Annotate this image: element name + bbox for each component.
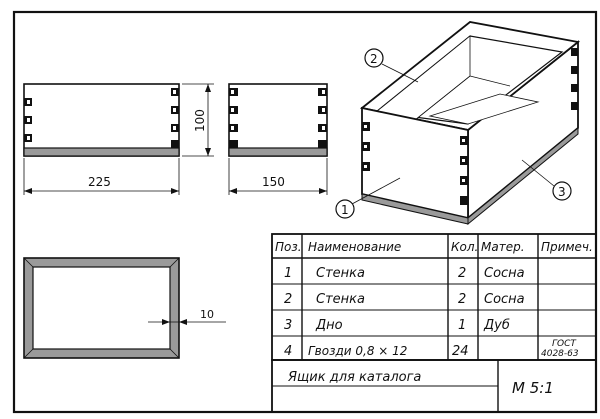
table-cell-note-line-1: ГОСТ (552, 339, 577, 349)
side-view (228, 83, 328, 157)
callout-3: 3 (521, 159, 572, 201)
top-view (23, 257, 180, 359)
table-cell-name: Стенка (316, 266, 365, 281)
callout-1-label: 1 (341, 203, 349, 217)
dimension-height: 100 (182, 83, 214, 157)
dimension-wall-thickness-label: 10 (200, 308, 214, 321)
callout-3-label: 3 (558, 185, 566, 199)
table-header-name: Наименование (308, 240, 401, 254)
isometric-view (359, 20, 581, 226)
title-block-scale: М 5:1 (512, 379, 554, 397)
table-header-pos: Поз. (275, 240, 302, 254)
table-header-note: Примеч. (541, 240, 593, 254)
table-cell-material: Сосна (484, 266, 525, 281)
callout-1: 1 (335, 177, 401, 219)
table-header-material: Матер. (481, 240, 525, 254)
table-header-qty: Кол. (451, 240, 478, 254)
table-cell-pos: 2 (284, 292, 292, 307)
dimension-height-label: 100 (193, 109, 207, 132)
dimension-side-width-label: 150 (262, 175, 285, 189)
dimension-wall-thickness: 10 (148, 308, 226, 325)
front-view (23, 83, 180, 157)
table-cell-pos: 1 (284, 266, 292, 281)
callout-2-label: 2 (370, 52, 378, 66)
dimension-side-width: 150 (228, 158, 328, 195)
title-block (271, 359, 597, 413)
callout-2: 2 (364, 48, 419, 83)
table-cell-note-line-2: 4028-63 (541, 349, 579, 359)
table-cell-qty: 2 (458, 266, 466, 281)
dimension-front-width-label: 225 (88, 175, 111, 189)
table-cell-qty: 24 (452, 344, 469, 359)
table-cell-pos: 3 (284, 318, 292, 333)
table-cell-qty: 1 (458, 318, 466, 333)
table-cell-name: Стенка (316, 292, 365, 307)
table-cell-material: Дуб (483, 318, 510, 333)
table-cell-name: Гвозди 0,8 × 12 (308, 344, 407, 358)
title-block-title: Ящик для каталога (287, 370, 421, 385)
table-cell-qty: 2 (458, 292, 466, 307)
dimension-front-width: 225 (23, 158, 180, 195)
table-cell-material: Сосна (484, 292, 525, 307)
table-cell-name: Дно (315, 318, 343, 333)
table-cell-pos: 4 (284, 344, 292, 359)
